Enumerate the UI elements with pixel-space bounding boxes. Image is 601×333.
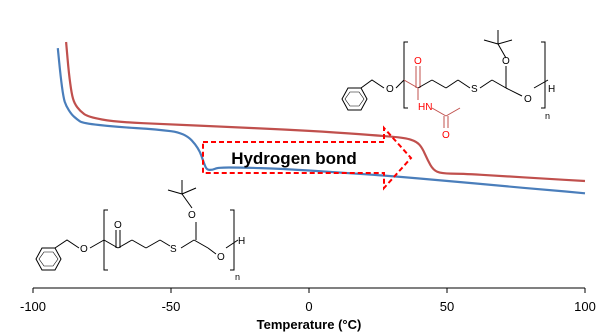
bond-tbu-2 [483,39,499,45]
label-h-bottom: H [238,236,245,247]
bond-tbu-b-1 [181,193,193,209]
bond-acetyl-1 [431,107,447,117]
bond-top-6 [445,79,459,89]
bond-bottom-9 [193,239,209,249]
bond-tbu-b-3 [181,187,197,195]
bond-top-11 [505,87,523,97]
bond-bottom-1 [54,239,80,249]
label-h-top: H [548,84,555,95]
bond-tbu-b-2 [167,189,183,195]
bond-bottom-6 [145,239,161,249]
benzene-ring-top [341,87,368,111]
structure-top [341,30,549,128]
benzene-inner-bottom [38,251,59,267]
label-o-tbu-bottom: O [188,210,196,221]
x-tick-label: 100 [574,299,596,314]
bond-tbu-3 [497,39,513,45]
bond-top-12 [533,79,549,89]
bond-tbu-1 [497,43,507,59]
label-s-top: S [471,84,478,95]
bond-top-7 [457,79,471,89]
benzene-ring-bottom [35,247,62,271]
x-axis-title: Temperature (°C) [257,317,362,332]
x-tick-label: -100 [20,299,46,314]
bond-bottom-12 [225,239,239,249]
bond-top-1 [360,79,385,89]
bracket-right-top [541,41,546,109]
bond-top-4 [417,79,433,89]
structure-top-labels: O O HN O S O O H n [386,56,555,141]
x-ticks [32,288,586,293]
label-o-left-bottom: O [80,244,88,255]
bond-top-5 [431,79,447,89]
bracket-left-top [403,41,408,109]
bond-top-9 [491,79,507,89]
hydrogen-bond-arrow-outline [202,125,413,191]
label-o-left-top: O [386,84,394,95]
label-n-bottom: n [235,272,240,282]
series-line-red [65,41,586,183]
hydrogen-bond-arrow: Hydrogen bond [202,125,413,191]
x-tick-label: 0 [305,299,312,314]
bond-acetyl-4 [445,107,461,117]
bond-bottom-8 [180,239,195,249]
bracket-right-bottom [230,209,235,271]
series-layer [56,41,586,195]
series-line-blue [56,47,586,195]
label-o-carbonyl-bottom: O [114,220,122,231]
label-o-tbu-top: O [502,56,510,67]
label-hn-top: HN [418,102,432,113]
structure-bottom [35,180,239,271]
bond-bottom-4 [117,239,133,249]
bond-top-8 [479,79,493,89]
label-o-end-top: O [524,94,532,105]
label-o-carbonyl-top: O [414,56,422,67]
label-n-top: n [545,111,550,121]
label-o-acetyl-top: O [442,130,450,141]
x-tick-labels: -100 -50 0 50 100 [20,299,596,314]
x-tick-label: 50 [440,299,454,314]
label-o-end-bottom: O [217,252,225,263]
structure-bottom-labels: O O S O O H n [80,210,245,282]
bond-bottom-7 [159,239,171,247]
hydrogen-bond-label: Hydrogen bond [231,149,357,168]
bond-bottom-2 [89,239,105,249]
bond-top-2 [395,79,405,89]
bond-bottom-5 [131,239,147,249]
label-s-bottom: S [170,244,177,255]
benzene-inner-top [344,91,365,107]
bond-bottom-11 [207,247,217,255]
x-tick-label: -50 [162,299,181,314]
